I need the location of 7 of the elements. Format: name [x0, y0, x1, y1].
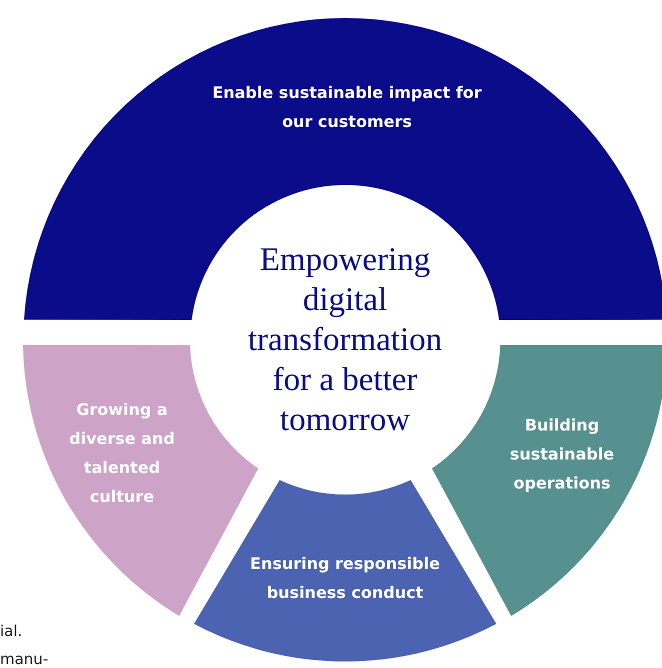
segment-label: Building sustainable operations [508, 414, 616, 494]
center-heading: Empowering digital transformation for a better tomorrow [230, 240, 460, 440]
text-fragment: ial. [0, 622, 22, 640]
segment-label: Ensuring responsible business conduct [249, 552, 441, 604]
segment-label: Growing a diverse and talented culture [68, 398, 176, 508]
text-fragment: manu- [0, 650, 48, 668]
segment-label: Enable sustainable impact for our customers [211, 82, 483, 133]
